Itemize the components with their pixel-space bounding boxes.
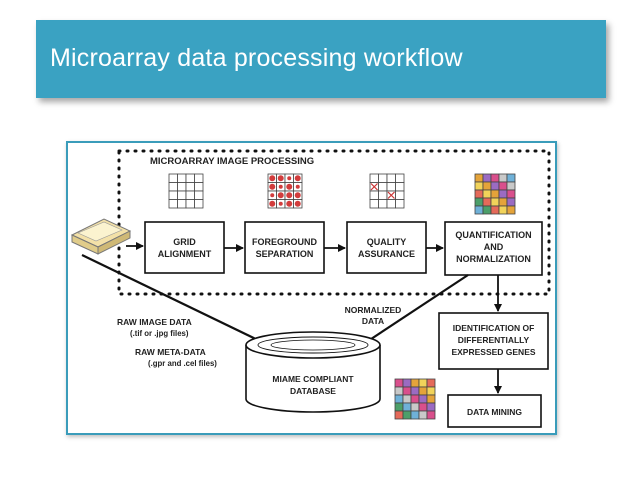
arrow-normalized-data [361,274,469,346]
quality-assurance-line-2: ASSURANCE [358,249,415,259]
foreground-separation-line-2: SEPARATION [256,249,314,259]
raw-meta-data-files: (.gpr and .cel files) [148,359,217,368]
quantification-icon [474,173,516,215]
identification-box [438,312,549,370]
slide-title: Microarray data processing workflow [50,44,463,72]
grid-alignment-line-2: ALIGNMENT [158,249,212,259]
grid-alignment-icon [168,173,204,209]
quantification-line-3: NORMALIZATION [456,254,531,264]
grid-alignment-line-1: GRID [173,237,196,247]
grid-alignment-box [144,221,225,274]
normalized-data-line-2: DATA [362,316,384,326]
database-line-2: DATABASE [290,386,336,396]
identification-line-3: EXPRESSED GENES [451,347,535,357]
arrow-raw-image-data [81,254,265,344]
quality-assurance-icon [369,173,405,209]
processing-section-border [117,149,551,296]
workflow-figure: MICROARRAY IMAGE PROCESSING GRID ALIGNME… [66,141,557,435]
raw-image-data-label: RAW IMAGE DATA [117,317,192,327]
quantification-box [444,221,543,276]
foreground-separation-box [244,221,325,274]
identification-line-2: DIFFERENTIALLY [458,335,530,345]
workflow-diagram: MICROARRAY IMAGE PROCESSING GRID ALIGNME… [70,149,551,428]
normalized-data-line-1: NORMALIZED [345,305,402,315]
data-mining-box [447,394,542,428]
section-title: MICROARRAY IMAGE PROCESSING [150,156,314,167]
data-mining-label: DATA MINING [467,407,522,417]
quantification-line-2: AND [484,242,504,252]
database-line-1: MIAME COMPLIANT [272,374,354,384]
database-cylinder [245,331,381,413]
data-mining-icon [394,378,436,420]
title-banner: Microarray data processing workflow [36,20,606,98]
raw-image-data-files: (.tif or .jpg files) [130,329,189,338]
scanner-icon [70,218,132,255]
quality-assurance-box [346,221,427,274]
foreground-separation-line-1: FOREGROUND [252,237,318,247]
identification-line-1: IDENTIFICATION OF [453,323,535,333]
quality-assurance-line-1: QUALITY [367,237,407,247]
raw-meta-data-label: RAW META-DATA [135,347,206,357]
foreground-separation-icon [267,173,303,209]
quantification-line-1: QUANTIFICATION [455,230,531,240]
